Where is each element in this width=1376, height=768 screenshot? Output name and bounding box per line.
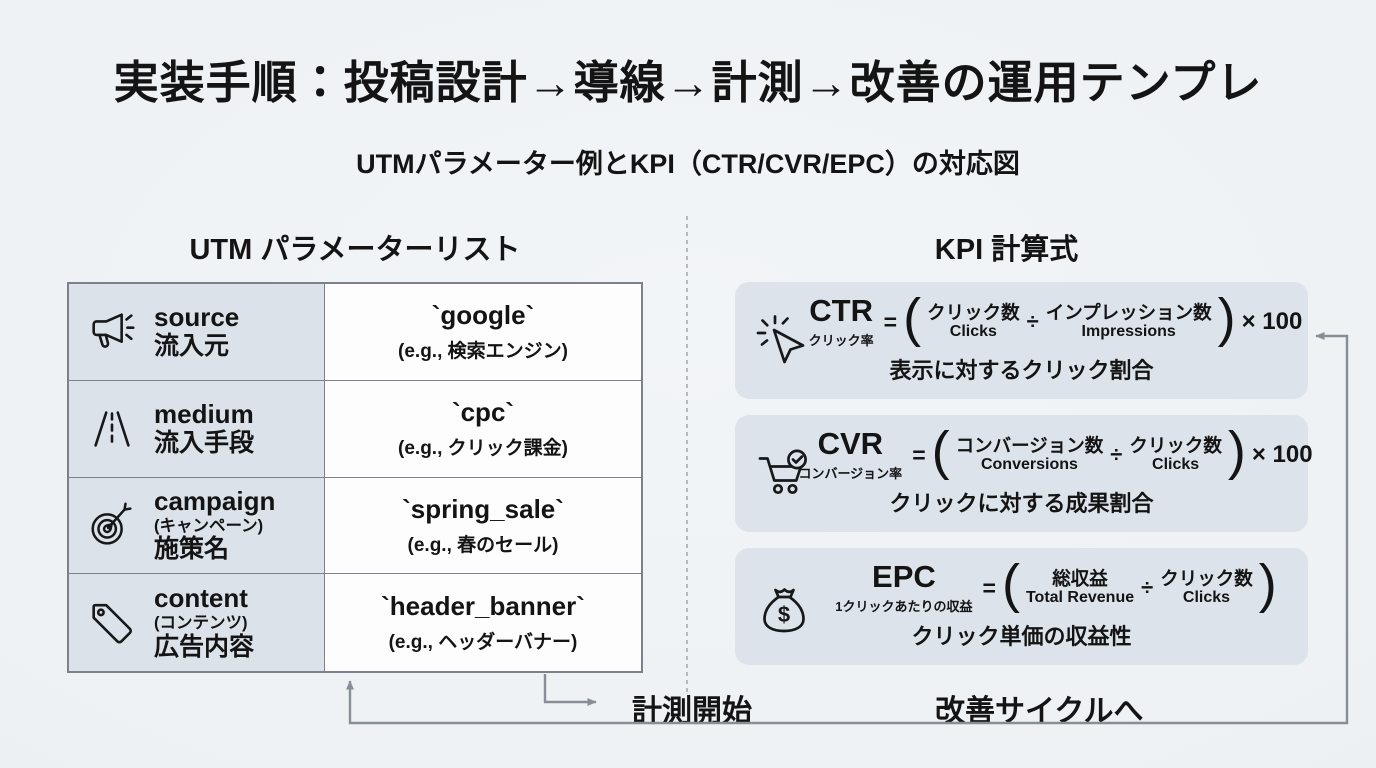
table-row-content-value-cell: `header_banner` (e.g., ヘッダーバナー) [325, 574, 641, 671]
open-paren: ( [1001, 553, 1020, 614]
denominator-ja: クリック数 [1160, 567, 1253, 589]
kpi-card-epc: $ EPC 1クリックあたりの収益 = ( 総収益 Total Revenue … [735, 548, 1308, 665]
table-row-source-label-cell: source 流入元 [69, 284, 325, 381]
utm-param-name: medium [154, 398, 254, 429]
divide-sign: ÷ [1026, 309, 1039, 334]
numerator-en: Clicks [949, 323, 997, 341]
target-icon [85, 498, 139, 552]
utm-value: `header_banner` [381, 591, 585, 622]
kpi-card-cvr: CVR コンバージョン率 = ( コンバージョン数 Conversions ÷ … [735, 415, 1313, 532]
kpi-abbr: EPC [872, 559, 936, 594]
utm-param-name: content [154, 583, 248, 614]
divide-sign: ÷ [1110, 442, 1123, 467]
kpi-caption: 表示に対するクリック割合 [889, 358, 1154, 383]
utm-param-note: (キャンペーン) [154, 516, 264, 535]
equals-sign: = [982, 574, 996, 601]
page-subtitle: UTMパラメーター例とKPI（CTR/CVR/EPC）の対応図 [356, 149, 1020, 179]
utm-param-note: (コンテンツ) [154, 613, 248, 632]
open-paren: ( [931, 420, 950, 481]
table-row-campaign-label-cell: campaign (キャンペーン) 施策名 [69, 477, 325, 575]
utm-parameter-table: source 流入元 `google` (e.g., 検索エンジン) mediu… [67, 282, 643, 673]
megaphone-icon [85, 305, 139, 359]
close-paren: ) [1227, 420, 1246, 481]
numerator-en: Total Revenue [1025, 589, 1135, 607]
close-paren: ) [1217, 287, 1236, 348]
numerator-ja: コンバージョン数 [955, 434, 1104, 456]
utm-param-ja: 流入手段 [154, 429, 255, 458]
money-bag-icon: $ [755, 578, 813, 636]
kpi-card-ctr: CTR クリック率 = ( クリック数 Clicks ÷ インプレッション数 I… [735, 282, 1308, 399]
multiplier: × 100 [1251, 441, 1313, 468]
utm-param-name: source [154, 301, 240, 332]
page-title: 実装手順：投稿設計→導線→計測→改善の運用テンプレ [113, 57, 1263, 108]
table-row-medium-value-cell: `cpc` (e.g., クリック課金) [325, 380, 641, 478]
table-row-campaign-value-cell: `spring_sale` (e.g., 春のセール) [325, 477, 641, 575]
table-row-source-value-cell: `google` (e.g., 検索エンジン) [325, 284, 641, 381]
utm-value: `spring_sale` [402, 493, 564, 524]
denominator-ja: クリック数 [1129, 434, 1222, 456]
road-icon [85, 402, 139, 456]
kpi-abbr-ja: クリック率 [808, 333, 874, 348]
numerator-en: Conversions [980, 456, 1078, 474]
numerator-ja: 総収益 [1052, 567, 1108, 589]
multiplier: × 100 [1241, 308, 1303, 335]
utm-example: (e.g., クリック課金) [398, 438, 568, 460]
measure-start-arrow [543, 674, 597, 706]
utm-param-ja: 広告内容 [154, 632, 255, 661]
denominator-en: Impressions [1081, 323, 1176, 341]
kpi-caption: クリックに対する成果割合 [889, 491, 1154, 516]
tag-icon [85, 596, 139, 650]
cart-check-icon [755, 445, 813, 503]
svg-text:$: $ [778, 602, 790, 627]
denominator-en: Clicks [1152, 456, 1200, 474]
utm-value: `google` [431, 300, 535, 331]
utm-param-name: campaign [154, 485, 276, 516]
numerator-ja: クリック数 [927, 301, 1020, 323]
utm-param-ja: 施策名 [154, 535, 230, 564]
kpi-section-heading: KPI 計算式 [934, 234, 1079, 266]
close-paren: ) [1258, 553, 1277, 614]
kpi-caption: クリック単価の収益性 [911, 624, 1132, 649]
kpi-formula-cvr: CVR コンバージョン率 = ( コンバージョン数 Conversions ÷ … [798, 420, 1312, 484]
click-cursor-icon [755, 313, 811, 369]
section-divider [686, 216, 688, 694]
equals-sign: = [883, 308, 898, 335]
denominator-ja: インプレッション数 [1045, 301, 1212, 323]
utm-param-ja: 流入元 [154, 332, 230, 361]
open-paren: ( [903, 287, 922, 348]
kpi-abbr: CTR [809, 293, 874, 328]
utm-value: `cpc` [451, 397, 515, 428]
utm-example: (e.g., 検索エンジン) [398, 341, 568, 363]
kpi-abbr-ja: 1クリックあたりの収益 [835, 599, 973, 614]
divide-sign: ÷ [1141, 575, 1154, 600]
table-row-content-label-cell: content (コンテンツ) 広告内容 [69, 574, 325, 671]
kpi-abbr-ja: コンバージョン率 [798, 466, 903, 481]
table-row-medium-label-cell: medium 流入手段 [69, 380, 325, 478]
measure-start-label: 計測開始 [632, 695, 752, 728]
kpi-formula-epc: EPC 1クリックあたりの収益 = ( 総収益 Total Revenue ÷ … [811, 553, 1300, 617]
kpi-abbr: CVR [817, 426, 884, 461]
equals-sign: = [912, 441, 926, 468]
utm-example: (e.g., 春のセール) [407, 534, 559, 556]
denominator-en: Clicks [1182, 589, 1231, 607]
improve-cycle-label: 改善サイクルへ [935, 695, 1144, 728]
kpi-formula-ctr: CTR クリック率 = ( クリック数 Clicks ÷ インプレッション数 I… [808, 287, 1303, 351]
utm-section-heading: UTM パラメーターリスト [189, 234, 521, 266]
utm-example: (e.g., ヘッダーバナー) [388, 632, 578, 654]
